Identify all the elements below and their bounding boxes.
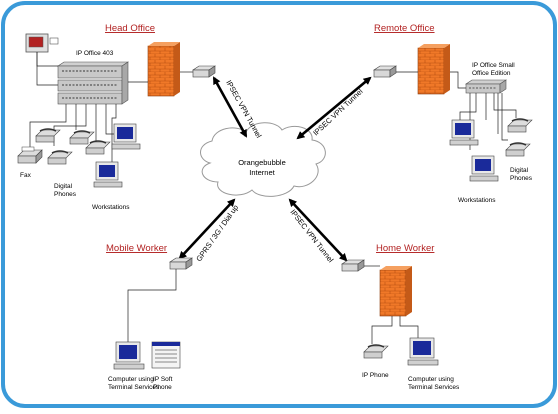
workstation-icon [93, 161, 123, 188]
workstation-icon [449, 119, 479, 146]
ip-soft-phone-label-1: IP Soft [153, 376, 173, 383]
cloud-label-line1: Orangebubble [238, 158, 286, 167]
cloud-label-line2: Internet [249, 168, 275, 177]
digital-phones-head-label-1: Digital [54, 183, 73, 190]
ip-phone-icon [363, 344, 389, 359]
ip-office-403-icon [57, 61, 129, 105]
digital-phones-remote-label-1: Digital [510, 167, 529, 174]
ip-office-403-label: IP Office 403 [76, 50, 114, 57]
mobile-wiring [127, 269, 177, 342]
digital-phone-icon [505, 142, 531, 157]
remote-router-icon [373, 65, 397, 78]
workstations-remote-label: Workstations [458, 197, 496, 204]
ip-office-small-label-2: Office Edition [472, 70, 511, 77]
internet-cloud: Orangebubble Internet [200, 122, 326, 197]
workstation-icon [111, 123, 141, 150]
home-computer-icon [407, 337, 439, 366]
fax-label: Fax [20, 172, 32, 179]
mobile-computer-label-1: Computer using [108, 376, 154, 383]
workstation-icon [469, 155, 499, 182]
ip-soft-phone-icon [151, 341, 181, 369]
remote-office-title: Remote Office [374, 23, 435, 34]
home-computer-label-1: Computer using [408, 376, 454, 383]
home-router-icon [341, 259, 365, 272]
digital-phone-icon [85, 140, 111, 155]
digital-phone-icon [69, 130, 95, 145]
digital-phones-head-label-2: Phones [54, 191, 77, 198]
diagram-frame [1, 1, 557, 408]
mobile-computer-icon [113, 341, 145, 370]
digital-phone-icon [35, 128, 61, 143]
digital-phone-icon [507, 118, 533, 133]
digital-phones-remote-label-2: Phones [510, 175, 533, 182]
mobile-computer-label-2: Terminal Services [108, 384, 160, 391]
head-firewall-icon [147, 42, 180, 97]
remote-firewall-icon [417, 44, 450, 95]
digital-phone-icon [47, 150, 73, 165]
printer-icon [25, 33, 59, 53]
mobile-worker-title: Mobile Worker [106, 243, 167, 254]
home-worker-title: Home Worker [376, 243, 434, 254]
home-computer-label-2: Terminal Services [408, 384, 460, 391]
fax-icon [17, 146, 43, 164]
mobile-router-icon [169, 257, 193, 270]
ip-soft-phone-label-2: Phone [153, 384, 172, 391]
head-router-icon [192, 65, 216, 78]
remote-office-wiring [396, 71, 517, 150]
ip-phone-label: IP Phone [362, 372, 389, 379]
ip-office-small-icon [465, 79, 507, 94]
home-wiring [364, 265, 419, 344]
home-firewall-icon [379, 266, 412, 317]
head-office-title: Head Office [105, 23, 155, 34]
ip-office-small-label-1: IP Office Small [472, 62, 515, 69]
workstations-head-label: Workstations [92, 204, 130, 211]
